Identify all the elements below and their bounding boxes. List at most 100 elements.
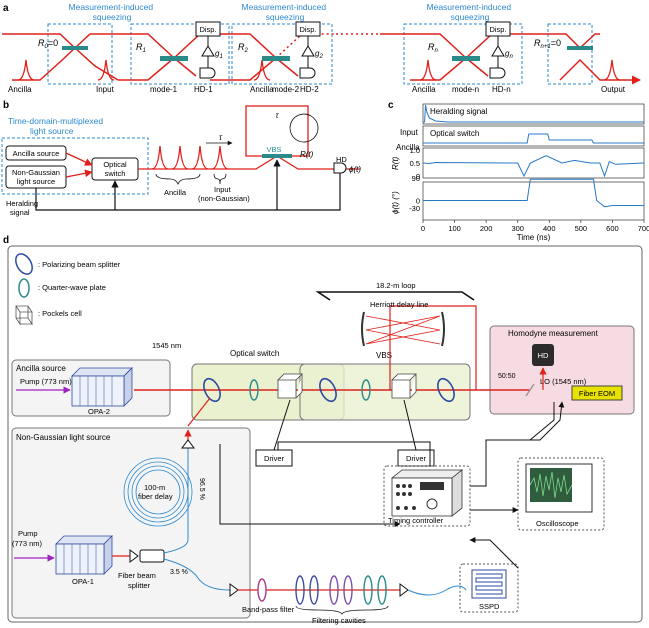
chart-c-x-tick: 200 xyxy=(480,224,493,233)
sspd-chip xyxy=(471,569,507,599)
label-ancilla-b: Ancilla xyxy=(164,188,187,197)
label-g1: g1 xyxy=(215,49,223,60)
label-r1: R1 xyxy=(136,42,146,54)
chart-c-x-tick: 0 xyxy=(421,224,425,233)
bandpass-filter xyxy=(257,578,267,602)
disp-label-1: Disp. xyxy=(199,25,216,34)
pulse-ancilla-1 xyxy=(17,59,35,81)
panel-d-letter: d xyxy=(3,235,9,246)
chart-c-x-tick: 600 xyxy=(606,224,619,233)
section-label-2: Measurement-induced squeezing xyxy=(242,2,329,22)
fiber-to-sspd xyxy=(407,585,467,596)
pbs-2 xyxy=(319,377,337,403)
section-label-2-line1: Measurement-induced xyxy=(242,2,327,12)
collimator-filter xyxy=(229,583,239,597)
chart-c-r-tick: 0 xyxy=(416,172,420,181)
cavity-2a xyxy=(329,575,339,605)
section-label-1-line2: squeezing xyxy=(93,12,132,22)
herriott-label: Herriott delay line xyxy=(370,300,428,309)
homodyne-panel xyxy=(489,325,635,415)
fiber-bs-to-filter xyxy=(163,558,231,591)
beam-upper-0 xyxy=(2,33,76,49)
label-rn: Rn xyxy=(428,42,439,54)
herriott-beams xyxy=(365,315,441,345)
scope-trace xyxy=(529,471,573,499)
detector-2 xyxy=(299,67,316,79)
heralding-label-1: Heralding xyxy=(6,199,38,208)
herriott-mirrors xyxy=(361,311,445,347)
collimator-opa1 xyxy=(129,549,139,563)
amp-triangle-n xyxy=(491,45,505,57)
label-input-b-1: Input xyxy=(214,185,232,194)
label-rn1: Rn+1=0 xyxy=(534,38,561,50)
hd-chain-1: g1 xyxy=(199,36,223,79)
beam-lower-0 xyxy=(12,46,119,81)
pbs-1 xyxy=(203,377,221,403)
pbs-icon xyxy=(15,253,33,275)
pulse-b-4 xyxy=(211,145,229,170)
ancilla-source-label: Ancilla source xyxy=(13,149,60,158)
ratio-label: 50:50 xyxy=(498,373,516,380)
legend-pockels: : Pockels cell xyxy=(38,309,82,318)
pockels-icon xyxy=(15,305,33,326)
timing-frame xyxy=(383,465,471,527)
qwp-2 xyxy=(361,379,371,401)
fiber-bs-box xyxy=(139,549,165,563)
chart-c-phi-ylabel: ϕ(t) (°) xyxy=(391,191,400,214)
chart-c-r-tick: 1.0 xyxy=(410,146,420,155)
chart-c-phi-tick: 90 xyxy=(412,174,420,183)
chart-c-label-switch: Optical switch xyxy=(430,129,479,138)
tdm-dashed-box xyxy=(1,137,149,195)
vbs-splitter xyxy=(262,154,292,158)
pump-773-label: Pump (773 nm) xyxy=(20,377,72,386)
opa2-crystal xyxy=(71,367,133,407)
cavity-3a xyxy=(363,575,373,605)
wire-sspd-timing xyxy=(469,537,519,569)
beam-upper-1 xyxy=(74,33,175,59)
label-r0: R0=0 xyxy=(38,38,58,50)
chart-c-row-frame xyxy=(422,125,645,147)
amp-triangle-2 xyxy=(301,45,315,57)
beam-upper-end xyxy=(465,33,600,59)
label-r2: R2 xyxy=(238,42,249,54)
tdm-title-1: Time-domain-multiplexed xyxy=(8,116,103,126)
ng-source-title: Non-Gaussian light source xyxy=(16,433,111,442)
optical-switch-label-1: Optical xyxy=(103,160,127,169)
bs-r0 xyxy=(62,46,88,50)
chart-c-x-tick: 700 xyxy=(638,224,649,233)
wire-timing-driver1 xyxy=(277,441,431,466)
qwp-icon xyxy=(18,278,30,298)
panel-b: b Time-domain-multiplexed light source A… xyxy=(1,100,361,217)
pump-label-2: (773 nm) xyxy=(12,539,43,548)
scope-frame xyxy=(517,457,605,531)
pct-35-label: 3.5 % xyxy=(170,569,188,576)
scope-label: Oscilloscope xyxy=(536,519,579,528)
beam-lower-2 xyxy=(210,57,299,81)
label-mode1: mode-1 xyxy=(150,85,178,94)
chart-c-r-tick: 0.5 xyxy=(410,159,420,168)
chart-c-x-tick: 500 xyxy=(575,224,588,233)
label-mode2: mode-2 xyxy=(272,85,300,94)
heralding-label-2: signal xyxy=(10,208,30,217)
filtering-label: Filtering cavities xyxy=(312,616,366,625)
beam-upper-n xyxy=(380,33,467,59)
pulse-b-2 xyxy=(171,145,189,170)
chart-c-xlabel: Time (ns) xyxy=(517,233,551,242)
pockels-1 xyxy=(277,373,303,399)
vbs-label-b: VBS xyxy=(266,145,281,154)
section-label-1-line1: Measurement-induced xyxy=(69,2,154,12)
bandpass-label: Band-pass filter xyxy=(242,605,295,614)
opa1-crystal xyxy=(55,535,113,575)
trace-switch xyxy=(423,133,644,144)
cavity-2b xyxy=(343,575,353,605)
driver-1-wire xyxy=(273,399,291,451)
pulse-b-1 xyxy=(151,145,169,170)
tdm-title-2: light source xyxy=(30,126,74,136)
arrow-ancilla-to-switch xyxy=(65,152,93,166)
sspd-meander xyxy=(475,573,503,595)
trace-phi xyxy=(423,178,644,208)
bs-rn xyxy=(452,56,480,61)
panel-b-letter: b xyxy=(3,100,9,111)
section-label-3-line2: squeezing xyxy=(451,12,490,22)
